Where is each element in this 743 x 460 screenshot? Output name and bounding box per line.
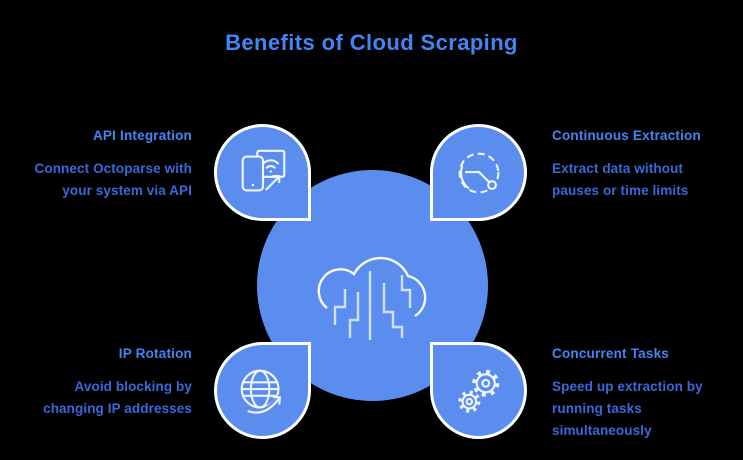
cloud-data-icon (317, 256, 427, 340)
quadrant-body-line: pauses or time limits (552, 183, 689, 198)
quadrant-heading: Continuous Extraction (552, 128, 701, 143)
gears-icon (457, 369, 499, 413)
quadrant-api-integration: API Integration Connect Octoparse with y… (8, 127, 192, 202)
quadrant-ip-rotation: IP Rotation Avoid blocking by changing I… (8, 345, 192, 420)
quadrant-body-line: Avoid blocking by (74, 379, 192, 394)
teardrop-ip-rotation (214, 342, 311, 439)
quadrant-body-line: Connect Octoparse with (34, 161, 192, 176)
page-title: Benefits of Cloud Scraping (225, 30, 518, 55)
quadrant-continuous-extraction: Continuous Extraction Extract data witho… (552, 127, 738, 202)
quadrant-body-line: running tasks (552, 401, 642, 416)
quadrant-body: Avoid blocking by changing IP addresses (8, 376, 192, 420)
timer-icon (458, 152, 499, 193)
quadrant-concurrent-tasks: Concurrent Tasks Speed up extraction by … (552, 345, 738, 442)
teardrop-concurrent-tasks (430, 342, 527, 439)
quadrant-body-line: your system via API (62, 183, 192, 198)
phone-api-icon (241, 149, 285, 191)
quadrant-body-line: Speed up extraction by (552, 379, 703, 394)
globe-rotation-icon (240, 369, 283, 416)
quadrant-body-line: simultaneously (552, 423, 652, 438)
quadrant-heading: IP Rotation (118, 346, 192, 361)
quadrant-heading: API Integration (92, 128, 192, 143)
quadrant-body: Speed up extraction by running tasks sim… (552, 376, 738, 442)
quadrant-body: Connect Octoparse with your system via A… (8, 158, 192, 202)
quadrant-body: Extract data without pauses or time limi… (552, 158, 738, 202)
teardrop-continuous-extraction (430, 124, 527, 221)
teardrop-api-integration (214, 124, 311, 221)
quadrant-body-line: changing IP addresses (43, 401, 192, 416)
quadrant-heading: Concurrent Tasks (552, 346, 669, 361)
quadrant-body-line: Extract data without (552, 161, 684, 176)
